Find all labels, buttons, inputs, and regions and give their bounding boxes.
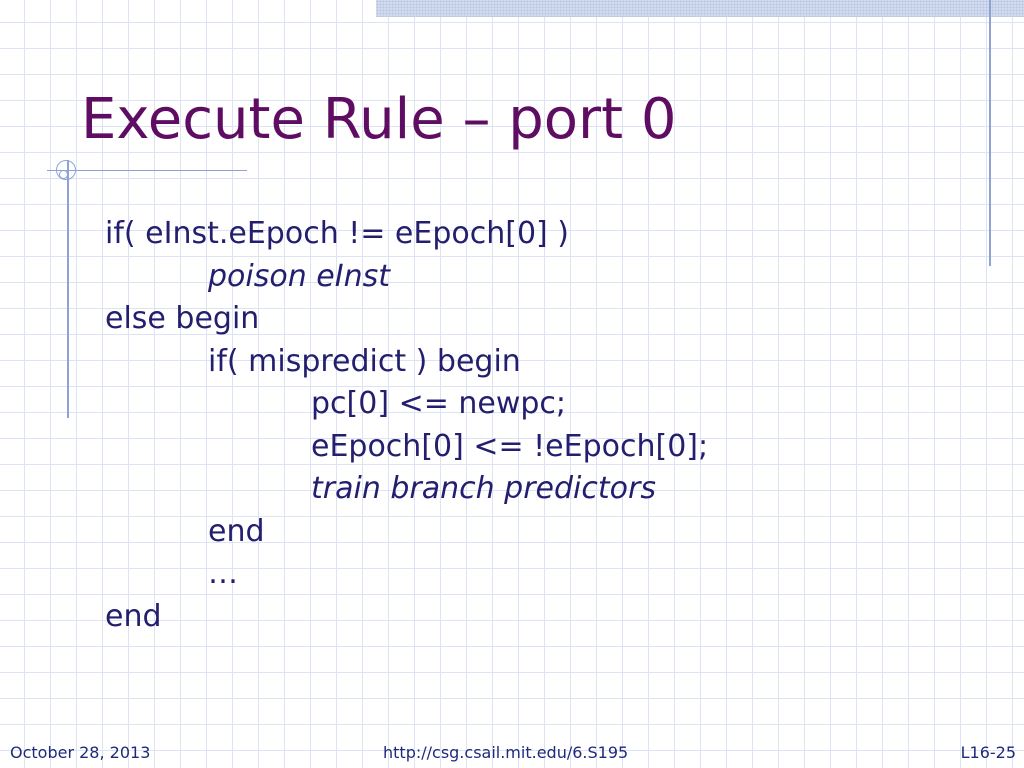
code-line: poison eInst	[208, 258, 390, 294]
slide-title: Execute Rule – port 0	[81, 87, 677, 152]
code-line: train branch predictors	[311, 471, 656, 506]
left-decorative-line	[67, 160, 69, 418]
code-line: …	[208, 556, 238, 591]
code-line: end	[208, 513, 265, 549]
right-decorative-line	[989, 0, 991, 266]
code-line: else begin	[105, 301, 260, 336]
decorative-ring-icon	[56, 160, 76, 180]
code-block: if( eInst.eEpoch != eEpoch[0] ) poison e…	[105, 213, 708, 638]
footer-page-number: L16-25	[960, 743, 1016, 762]
code-line: end	[105, 598, 162, 634]
top-decorative-band	[376, 0, 1024, 17]
title-underline	[47, 170, 247, 171]
code-line: if( eInst.eEpoch != eEpoch[0] )	[105, 216, 569, 251]
code-line: pc[0] <= newpc;	[311, 386, 567, 421]
code-line: if( mispredict ) begin	[208, 343, 521, 379]
code-line: eEpoch[0] <= !eEpoch[0];	[311, 428, 709, 464]
footer-url: http://csg.csail.mit.edu/6.S195	[383, 743, 629, 762]
decorative-small-ring-icon	[59, 170, 68, 179]
footer-date: October 28, 2013	[10, 743, 151, 762]
